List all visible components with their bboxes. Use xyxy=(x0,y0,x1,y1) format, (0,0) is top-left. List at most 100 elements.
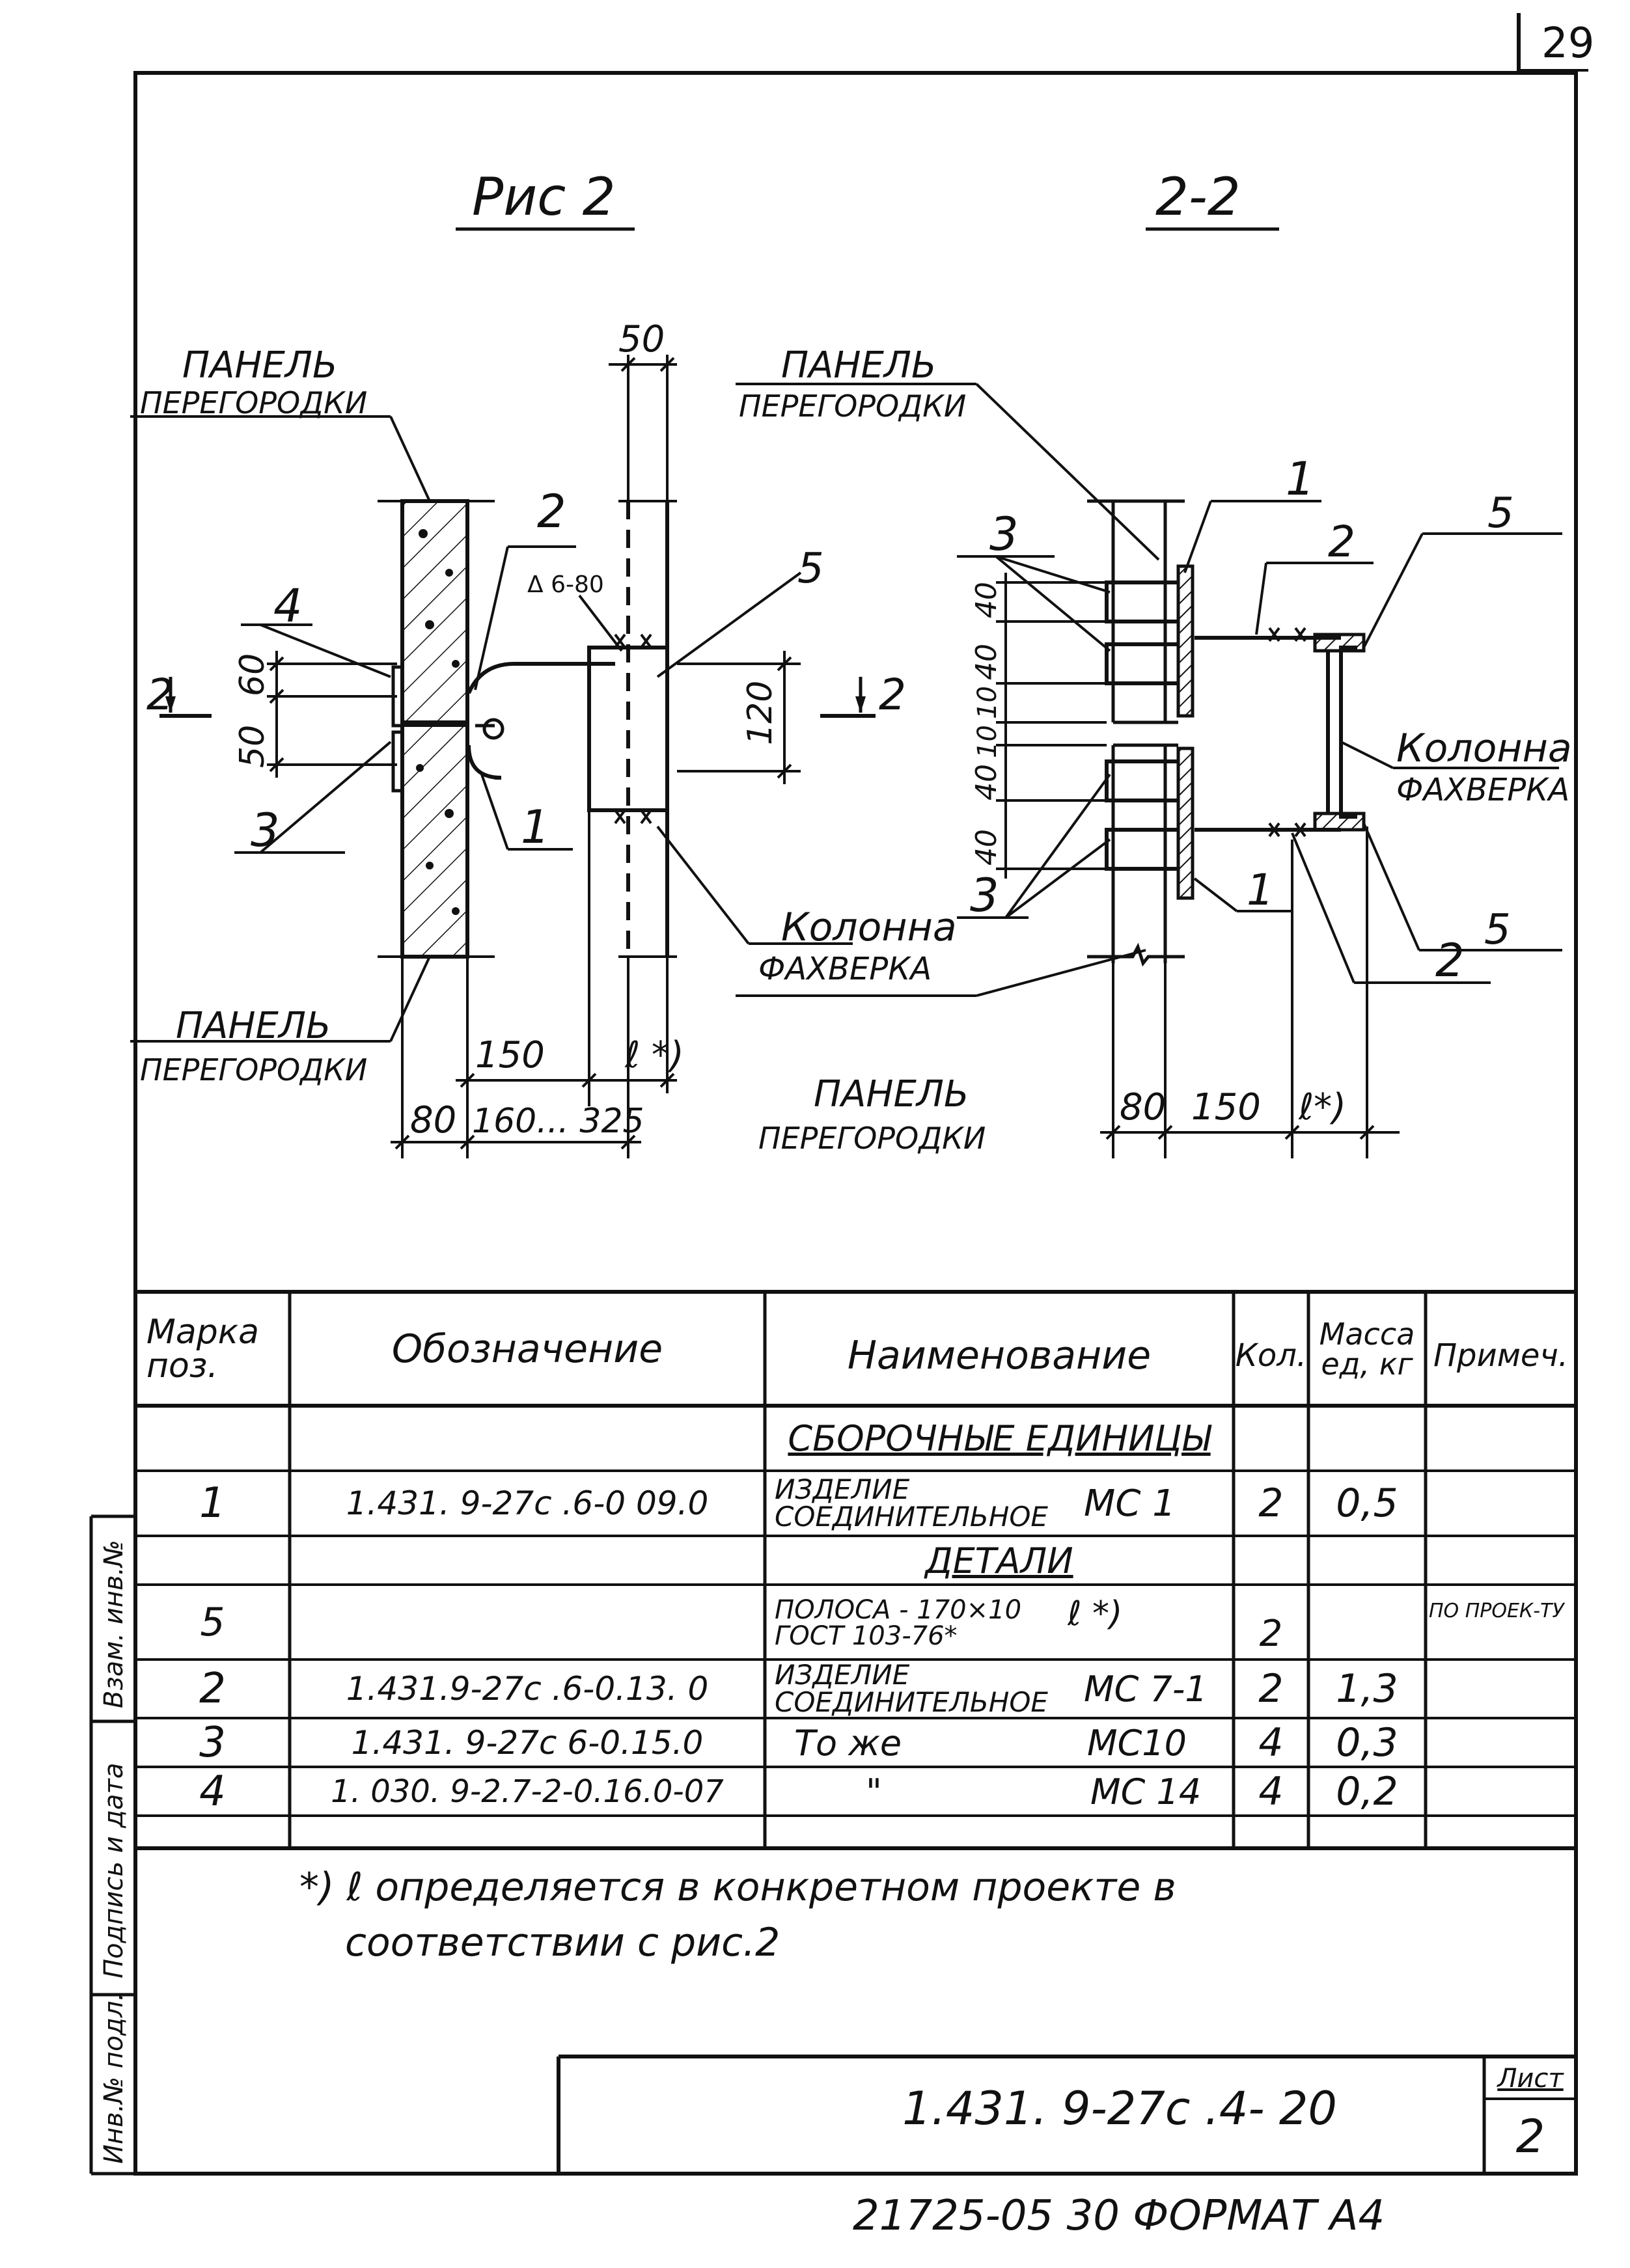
sec-column-2: ФАХВЕРКА xyxy=(1396,772,1569,808)
fig2-column-1: Колонна xyxy=(781,905,957,950)
drawing-section-2-2: 2-2 xyxy=(736,167,1572,1158)
sec-dim-l: ℓ*) xyxy=(1298,1086,1346,1128)
row4-mass: 1,3 xyxy=(1336,1666,1398,1712)
fig2-pos-3: 3 xyxy=(251,804,280,857)
th-qty: Кол. xyxy=(1235,1337,1307,1374)
row6-designation: 1. 030. 9-2.7-2-0.16.0-07 xyxy=(331,1773,724,1810)
sec-pos-1a: 1 xyxy=(1286,452,1315,506)
drawing-figure-2: Рис 2 xyxy=(130,167,957,1158)
th-mark-line1: Марка xyxy=(146,1312,260,1352)
sec-dim-v-3: 10 xyxy=(973,725,1002,758)
sec-panel-bottom-1: ПАНЕЛЬ xyxy=(814,1073,969,1115)
sec-dim-v-4: 40 xyxy=(970,764,1003,800)
th-note: Примеч. xyxy=(1433,1337,1569,1374)
row1-code: МС 1 xyxy=(1084,1482,1176,1525)
row-details-heading: ДЕТАЛИ xyxy=(925,1540,1073,1581)
title-block-sheet-number: 2 xyxy=(1515,2110,1545,2163)
th-mark: Марка поз. xyxy=(146,1295,286,1402)
row6-qty: 4 xyxy=(1258,1769,1284,1814)
row5-designation: 1.431. 9-27с 6-0.15.0 xyxy=(351,1724,704,1762)
row5-code: МС10 xyxy=(1087,1722,1187,1764)
title-block-sheet-label: Лист xyxy=(1497,2064,1564,2094)
fig2-pos-4: 4 xyxy=(273,579,303,633)
sec-dim-v-1: 40 xyxy=(970,644,1003,680)
fig2-panel-bottom-1: ПАНЕЛЬ xyxy=(176,1005,331,1047)
title-block-code: 1.431. 9-27с .4- 20 xyxy=(902,2082,1337,2135)
sec-pos-1b: 1 xyxy=(1247,865,1274,915)
stamp-signature-date: Подпись и дата xyxy=(99,1763,129,1978)
row6-mark: 4 xyxy=(199,1768,226,1815)
row1-name-line1: ИЗДЕЛИЕ xyxy=(775,1473,910,1505)
sheet-frame xyxy=(133,71,1578,2176)
row3-name-line2: ГОСТ 103-76* xyxy=(775,1621,958,1651)
th-mark-line2: поз. xyxy=(146,1346,218,1386)
row1-name-line2: СОЕДИНИТЕЛЬНОЕ xyxy=(775,1501,1048,1533)
row1-mass: 0,5 xyxy=(1336,1481,1398,1526)
sec-dim-v-2: 10 xyxy=(973,686,1002,719)
row5-mass: 0,3 xyxy=(1336,1720,1398,1766)
row4-name-line2: СОЕДИНИТЕЛЬНОЕ xyxy=(775,1686,1048,1717)
fig2-dim-l: ℓ *) xyxy=(624,1034,684,1076)
row5-name: То же xyxy=(794,1722,902,1764)
row6-mass: 0,2 xyxy=(1336,1769,1398,1814)
sec-panel-top-2: ПЕРЕГОРОДКИ xyxy=(739,389,966,424)
row1-mark: 1 xyxy=(199,1479,226,1527)
fig2-dim-150: 150 xyxy=(475,1034,545,1076)
footnote-line2: соответствии с рис.2 xyxy=(345,1920,780,1965)
th-mass-line2: ед, кг xyxy=(1321,1346,1413,1382)
row4-mark: 2 xyxy=(199,1665,226,1713)
sec-pos-5a: 5 xyxy=(1487,489,1514,538)
sec-pos-2a: 2 xyxy=(1328,517,1355,567)
footnote-line1: *) ℓ определяется в конкретном проекте в xyxy=(299,1865,1176,1910)
spec-table-grid xyxy=(135,1290,1576,1850)
fig2-dim-50: 50 xyxy=(618,318,665,361)
th-mass: Масса ед, кг xyxy=(1312,1295,1422,1402)
title-block xyxy=(557,2055,1576,2174)
fig2-dim-60: 60 xyxy=(233,653,272,696)
row3-note: ПО ПРОЕК-ТУ xyxy=(1429,1599,1564,1622)
th-mass-line1: Масса xyxy=(1319,1316,1415,1352)
fig2-pos-1: 1 xyxy=(521,800,550,854)
sec-pos-3b: 3 xyxy=(970,869,999,922)
fig2-weld-mark: Δ 6-80 xyxy=(527,571,604,598)
sec-pos-2b: 2 xyxy=(1435,934,1465,987)
partition-panel xyxy=(400,499,469,959)
th-name: Наименование xyxy=(847,1332,1152,1378)
sec-pos-5b: 5 xyxy=(1484,906,1511,954)
fig2-panel-top-2: ПЕРЕГОРОДКИ xyxy=(140,385,367,420)
row-assemblies-heading: СБОРОЧНЫЕ ЕДИНИЦЫ xyxy=(788,1417,1211,1459)
side-stamp: Взам. инв.№ Подпись и дата Инв.№ подл. xyxy=(89,1514,135,2176)
row3-mark: 5 xyxy=(200,1600,225,1645)
row3-name-line1: ПОЛОСА - 170×10 xyxy=(775,1595,1022,1625)
fig2-panel-top-1: ПАНЕЛЬ xyxy=(182,344,337,387)
row5-mark: 3 xyxy=(199,1719,226,1766)
sec-dim-v-0: 40 xyxy=(970,582,1003,618)
row3-code: ℓ *) xyxy=(1068,1594,1123,1633)
th-designation: Обозначение xyxy=(391,1326,663,1372)
fig2-pos-2: 2 xyxy=(537,485,566,538)
row1-designation: 1.431. 9-27с .6-0 09.0 xyxy=(346,1484,709,1522)
section-mark-right: 2 xyxy=(879,670,906,720)
fig2-dim-120: 120 xyxy=(741,681,780,745)
row4-name: ИЗДЕЛИЕ СОЕДИНИТЕЛЬНОЕ xyxy=(775,1661,1068,1717)
row4-code: МС 7-1 xyxy=(1084,1668,1208,1710)
row6-name: " xyxy=(866,1771,882,1812)
figure-2-title: Рис 2 xyxy=(472,167,616,227)
sec-dim-80: 80 xyxy=(1120,1086,1166,1128)
fig2-dim-80: 80 xyxy=(410,1099,456,1141)
row1-name: ИЗДЕЛИЕ СОЕДИНИТЕЛЬНОЕ xyxy=(775,1472,1068,1535)
row3-qty: 2 xyxy=(1259,1612,1283,1655)
sec-column-1: Колонна xyxy=(1396,726,1572,771)
fig2-dim-160: 160... 325 xyxy=(472,1102,644,1141)
row4-qty: 2 xyxy=(1258,1666,1284,1712)
row4-designation: 1.431.9-27с .6-0.13. 0 xyxy=(346,1670,709,1708)
stamp-replace-inv: Взам. инв.№ xyxy=(99,1540,129,1708)
section-2-2-title: 2-2 xyxy=(1155,167,1241,227)
fig2-panel-bottom-2: ПЕРЕГОРОДКИ xyxy=(140,1052,367,1087)
sec-panel-bottom-2: ПЕРЕГОРОДКИ xyxy=(758,1121,986,1156)
page-number-box: 29 xyxy=(1517,13,1594,72)
fig2-pos-5: 5 xyxy=(797,545,824,593)
fig2-column-2: ФАХВЕРКА xyxy=(758,951,932,987)
row6-code: МС 14 xyxy=(1090,1771,1202,1812)
